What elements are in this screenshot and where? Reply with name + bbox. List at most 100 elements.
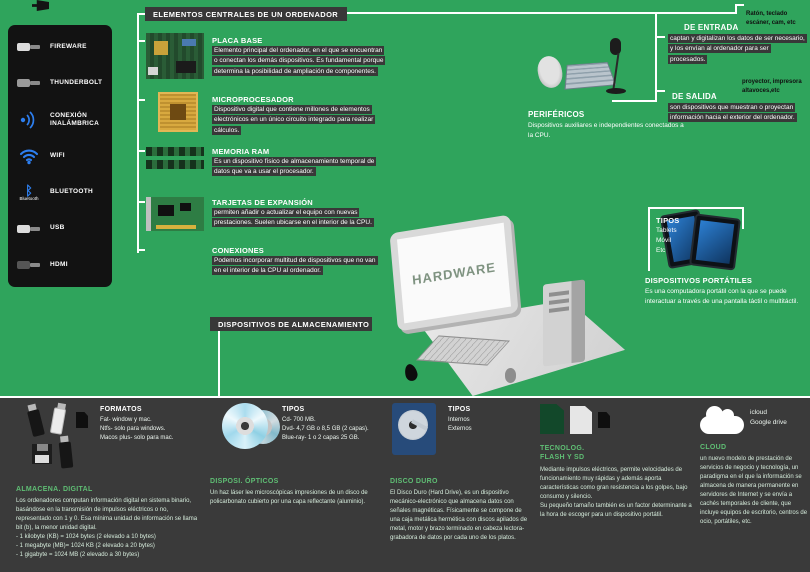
connector-sidebar: FIREWARE THUNDERBOLT CONEXIÓN INALÁMBRIC… — [8, 25, 112, 287]
output-title: DE SALIDA — [672, 92, 717, 101]
cloud-title: CLOUD — [700, 444, 727, 451]
flash-description: Mediante impulsos eléctricos, permite ve… — [540, 467, 692, 518]
storage-title: DISPOSITIVOS DE ALMACENAMIENTO — [210, 317, 372, 331]
item-description: Podemos incorporar multitud de dispositi… — [212, 256, 378, 276]
firewire-cable-icon — [14, 35, 44, 59]
connector-line — [648, 207, 744, 209]
monitor-screen: HARDWARE — [396, 222, 512, 324]
hdd-title: DISCO DURO — [390, 478, 438, 485]
sidebar-item-label: BLUETOOTH — [50, 188, 94, 196]
hardware-label: HARDWARE — [411, 258, 497, 288]
microsd-icon — [598, 412, 610, 428]
output-description: son dispositivos que muestran o proyecta… — [668, 103, 797, 123]
connector-line — [218, 331, 220, 398]
item-description: Dispositivo digital que contiene millone… — [212, 105, 376, 135]
peripherals-description: Dispositivos auxiliares e independientes… — [528, 122, 684, 139]
sidebar-item-hdmi: HDMI — [8, 253, 112, 277]
computer-mouse-silhouette — [403, 362, 419, 383]
sidebar-item-label: THUNDERBOLT — [50, 79, 103, 87]
sidebar-item-label: CONEXIÓN INALÁMBRICA — [50, 111, 100, 127]
item-description: Es un dispositivo físico de almacenamien… — [212, 157, 377, 177]
cd-icon — [222, 403, 268, 449]
connector-line — [137, 40, 145, 42]
optical-types-title: TIPOS — [282, 406, 305, 413]
item-description: permiten añadir o actualizar el equipo c… — [212, 208, 374, 228]
sidebar-item-label: USB — [50, 224, 65, 232]
formats-list: Fat- window y mac. Ntfs- solo para windo… — [100, 417, 174, 441]
thunderbolt-cable-icon — [14, 71, 44, 95]
sidebar-item-firewire: FIREWARE — [8, 35, 112, 59]
connector-line — [648, 207, 650, 271]
motherboard-image — [146, 33, 204, 79]
output-devices-list: proyector, impresora altavoces,etc — [742, 79, 802, 94]
connector-line — [137, 150, 145, 152]
sidebar-item-label: FIREWARE — [50, 43, 87, 51]
portables-types: Tablets Móvil Etc — [656, 227, 677, 254]
mouse-image — [534, 53, 566, 91]
usb-stick-icon — [58, 441, 74, 469]
item-title-placa-base: PLACA BASE — [212, 36, 263, 45]
flash-title: TECNOLOG. FLASH Y SD — [540, 445, 585, 462]
computer-mouse — [505, 368, 516, 383]
item-title-microprocesador: MICROPROCESADOR — [212, 95, 294, 104]
connector-line — [137, 249, 145, 251]
digital-storage-title: ALMACENA. DIGITAL — [16, 486, 93, 493]
hdd-description: El Disco Duro (Hard Drive), es un dispos… — [390, 490, 528, 541]
connector-line — [735, 4, 744, 6]
portables-title: DISPOSITIVOS PORTÁTILES — [645, 276, 753, 285]
input-title: DE ENTRADA — [684, 23, 739, 32]
connector-line — [657, 90, 665, 92]
usb-stick-icon — [27, 408, 45, 438]
central-elements-title: ELEMENTOS CENTRALES DE UN ORDENADOR — [145, 7, 347, 21]
computer-illustration: HARDWARE — [385, 214, 633, 398]
portables-description: Es una computadora portátil con la que s… — [645, 288, 799, 305]
computer-tower — [543, 279, 585, 367]
connector-line — [137, 13, 139, 253]
storage-section: FORMATOS Fat- window y mac. Ntfs- solo p… — [0, 398, 810, 572]
portables-types-title: TIPOS — [656, 216, 680, 225]
ram-image — [146, 146, 204, 172]
item-description: Elemento principal del ordenador, en el … — [212, 46, 386, 76]
item-title-conexiones: CONEXIONES — [212, 246, 265, 255]
connector-line — [137, 99, 145, 101]
peripherals-title: PERIFÉRICOS — [528, 110, 585, 119]
sidebar-item-wireless: CONEXIÓN INALÁMBRICA — [8, 108, 112, 132]
connector-line — [742, 207, 744, 229]
connector-line — [137, 201, 145, 203]
formats-title: FORMATOS — [100, 406, 142, 413]
sd-card-icon — [540, 404, 564, 434]
connector-line — [347, 12, 737, 14]
optical-title: DISPOSI. ÓPTICOS — [210, 478, 279, 485]
connector-line — [657, 36, 665, 38]
input-description: captan y digitalizan los datos de ser ne… — [668, 34, 807, 64]
connector-line — [137, 13, 146, 15]
connector-line — [735, 4, 737, 14]
connector-line — [655, 12, 657, 102]
connector-line — [612, 100, 657, 102]
hdd-types-title: TIPOS — [448, 406, 471, 413]
sidebar-item-wifi: WIFI — [8, 144, 112, 168]
hdd-types-list: Internos Externos — [448, 417, 472, 432]
floppy-disk-icon — [32, 444, 52, 464]
usb-cable-icon — [14, 217, 44, 241]
bluetooth-icon: ᛒ Bluetooth — [19, 182, 39, 201]
optical-description: Un haz láser lee microscópicas impresion… — [210, 490, 368, 505]
sidebar-item-bluetooth: ᛒ Bluetooth BLUETOOTH — [8, 180, 112, 204]
digital-storage-description: Los ordenadores computan información dig… — [16, 498, 198, 558]
connector-line — [0, 396, 810, 398]
expansion-card-image — [146, 197, 204, 231]
microsd-icon — [76, 412, 88, 428]
cpu-image — [158, 92, 198, 132]
cloud-services: icloud Google drive — [750, 409, 787, 426]
optical-types-list: Cd- 700 MB. Dvd- 4,7 GB o 8,5 GB (2 capa… — [282, 417, 369, 441]
sidebar-item-usb: USB — [8, 217, 112, 241]
hdd-icon — [392, 403, 436, 455]
item-title-tarjetas: TARJETAS DE EXPANSIÓN — [212, 198, 313, 207]
microphone-image — [602, 38, 628, 96]
computer-monitor: HARDWARE — [389, 214, 519, 332]
sidebar-item-label: WIFI — [50, 151, 65, 159]
cloud-description: un nuevo modelo de prestación de servici… — [700, 456, 808, 525]
item-title-memoria-ram: MEMORIA RAM — [212, 147, 270, 156]
cloud-icon — [700, 406, 744, 434]
